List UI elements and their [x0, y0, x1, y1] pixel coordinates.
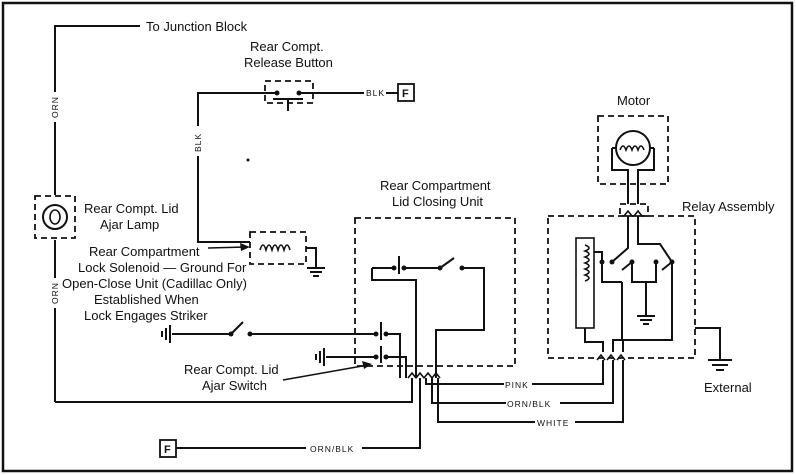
orn-wire-label-lower: ORN — [50, 282, 60, 304]
lock-striker-switch — [172, 321, 401, 378]
pink-wire-label: PINK — [505, 380, 529, 390]
release-button — [264, 80, 314, 111]
blk-button-label-bg — [364, 86, 386, 100]
ajar-switch-label-l1: Rear Compt. Lid — [184, 362, 279, 377]
stray-dot — [246, 158, 250, 162]
orn-blk-mid-label-bg — [506, 397, 560, 409]
blk-wire-vertical — [197, 92, 277, 243]
external-ground-icon — [708, 359, 732, 371]
orn-label-bg-upper — [44, 92, 66, 122]
release-button-label-l2: Release Button — [244, 55, 333, 70]
motor — [597, 115, 669, 204]
solenoid-ground-icon — [307, 267, 325, 277]
connector-f-bottom: F — [159, 439, 177, 458]
closing-unit-label-l2: Lid Closing Unit — [392, 194, 483, 209]
ajar-switch-pointer-arrow — [362, 361, 372, 369]
closing-unit-switch-a — [372, 256, 440, 274]
junction-block-label: To Junction Block — [146, 19, 248, 34]
solenoid-label-l4: Established When — [94, 292, 199, 307]
ajar-switch-label-l2: Ajar Switch — [202, 378, 267, 393]
relay-coil-wire-a — [584, 328, 604, 352]
ajar-switch-pointer-line — [282, 364, 369, 381]
ajar-lamp — [34, 195, 76, 239]
solenoid-ground-wire — [306, 247, 317, 268]
pink-label-bg — [504, 378, 532, 390]
external-label: External — [704, 380, 752, 395]
relay-coil — [575, 237, 595, 329]
ajar-switch — [326, 346, 407, 378]
ajar-lamp-label-l1: Rear Compt. Lid — [84, 201, 179, 216]
closing-unit-loop-wire — [371, 268, 417, 378]
release-button-label-l1: Rear Compt. — [250, 39, 324, 54]
relay-coil-wire-b — [594, 251, 603, 262]
white-wire — [437, 360, 624, 423]
orn-wire-label-upper: ORN — [50, 96, 60, 118]
ajar-switch-ground-icon — [315, 348, 325, 366]
solenoid-pointer-line — [207, 246, 247, 249]
svg-text:F: F — [402, 88, 409, 100]
closing-unit-label-l1: Rear Compartment — [380, 178, 491, 193]
blk-wire-label-button: BLK — [366, 88, 385, 98]
solenoid-label-l5: Lock Engages Striker — [84, 308, 208, 323]
white-label-bg — [535, 416, 575, 428]
motor-label: Motor — [617, 93, 651, 108]
orn-blk-wire-label-mid: ORN/BLK — [507, 399, 551, 409]
orn-wire-bottom — [55, 378, 413, 403]
orn-blk-wire-bottom — [176, 378, 421, 449]
closing-unit-connector — [407, 371, 441, 379]
solenoid-label-l2: Lock Solenoid — Ground For — [78, 260, 247, 275]
relay-assembly-box — [547, 215, 696, 359]
solenoid-label-l3: Open-Close Unit (Cadillac Only) — [62, 276, 247, 291]
solenoid-label-l1: Rear Compartment — [89, 244, 200, 259]
solenoid-pointer-arrow — [240, 243, 250, 251]
orn-blk-wire-label-bottom: ORN/BLK — [310, 444, 354, 454]
relay-ground-icon — [637, 300, 655, 325]
closing-unit-box — [354, 217, 516, 367]
motor-connector — [619, 203, 649, 217]
orn-blk-bottom-label-bg — [306, 442, 362, 454]
external-ground-wire — [695, 327, 721, 360]
white-wire-label: WHITE — [537, 418, 569, 428]
orn-label-bg-lower — [44, 278, 66, 308]
closing-unit-switch-b — [435, 257, 485, 378]
relay-contacts — [599, 216, 675, 352]
ajar-lamp-label-l2: Ajar Lamp — [100, 217, 159, 232]
svg-text:F: F — [164, 444, 171, 456]
blk-label-bg — [188, 126, 208, 156]
relay-connector — [596, 353, 626, 361]
relay-assembly-label: Relay Assembly — [682, 199, 775, 214]
connector-f-top: F — [397, 83, 415, 102]
blk-wire-label-vertical: BLK — [193, 133, 203, 152]
striker-ground-icon — [161, 325, 171, 343]
lock-solenoid — [249, 231, 307, 265]
orn-wire-upper — [54, 25, 140, 195]
